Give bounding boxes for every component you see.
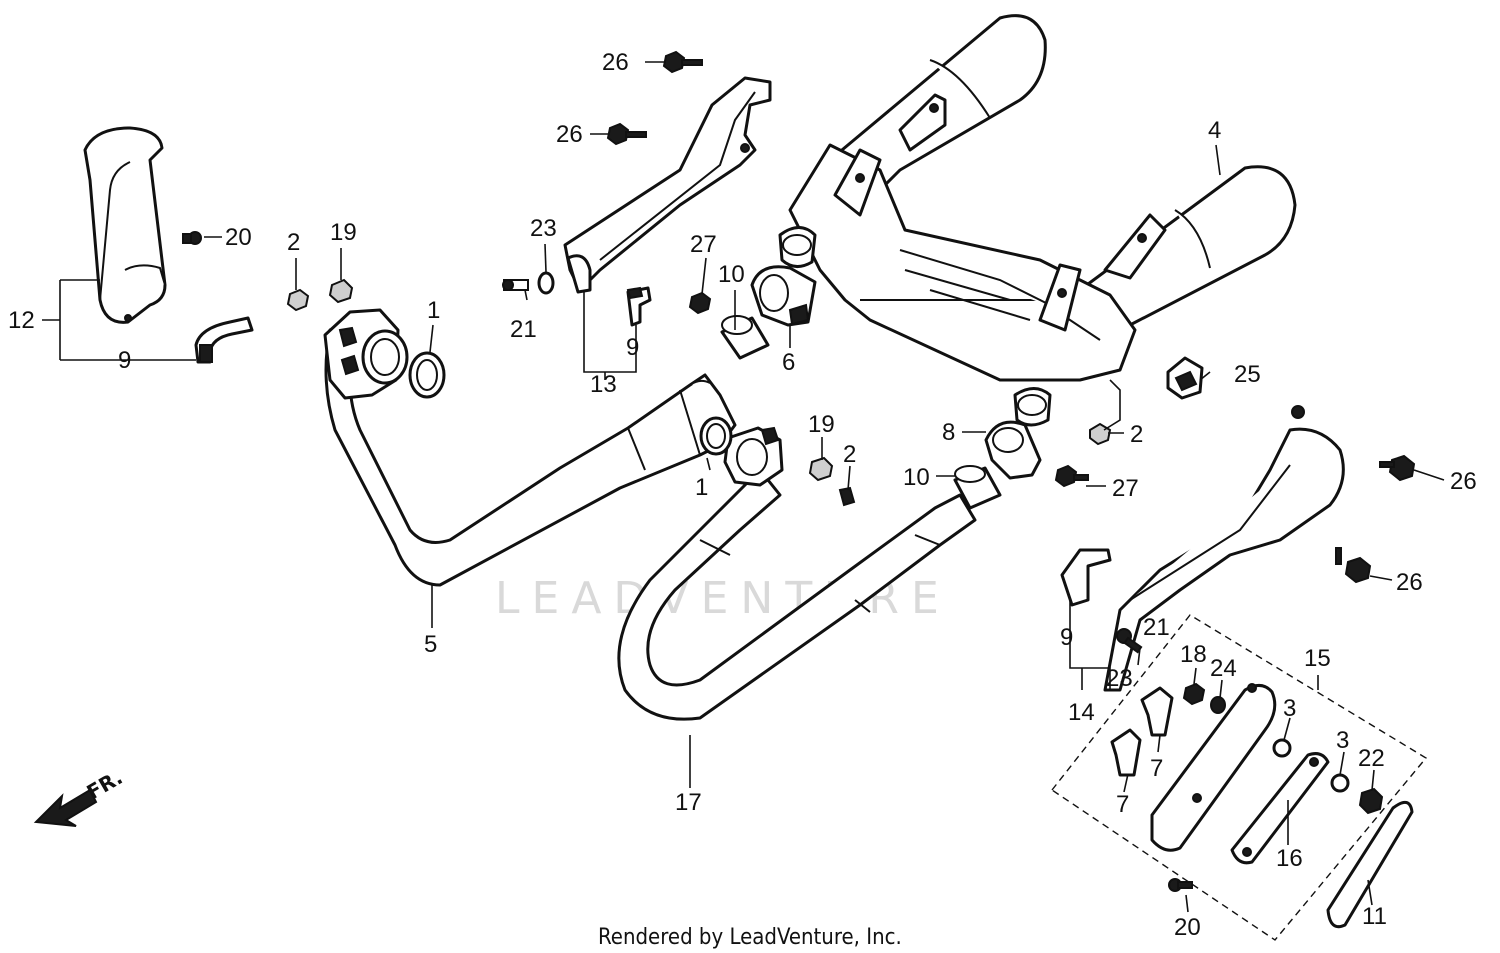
callout-labels: 12 20 2 19 9 1 5 23 21 13 9 26 26 27 10 … xyxy=(8,49,1477,941)
callout-9-mid: 9 xyxy=(626,334,639,361)
callout-20-left: 20 xyxy=(225,224,252,251)
nut-2-left xyxy=(286,288,310,312)
callout-12: 12 xyxy=(8,307,35,334)
nut-19-right xyxy=(808,456,834,482)
callout-2-mid: 2 xyxy=(843,441,856,468)
callout-7-a: 7 xyxy=(1150,755,1163,782)
plate-16 xyxy=(1230,752,1330,865)
cover-11 xyxy=(1326,800,1414,929)
callout-20-right: 20 xyxy=(1174,914,1201,941)
callout-5: 5 xyxy=(424,631,437,658)
callout-16: 16 xyxy=(1276,845,1303,872)
sleeve-10-lower xyxy=(953,465,1002,510)
callout-2-left: 2 xyxy=(287,229,300,256)
callout-8: 8 xyxy=(942,419,955,446)
callout-9-left: 9 xyxy=(118,347,131,374)
callout-21-left: 21 xyxy=(510,316,537,343)
nut-2-right xyxy=(1089,422,1112,446)
joint-clamp-6 xyxy=(750,265,817,327)
callout-19-right: 19 xyxy=(808,411,835,438)
muffler-assembly xyxy=(778,14,1297,427)
callout-17: 17 xyxy=(675,789,702,816)
washer-24 xyxy=(1210,696,1226,714)
bolt-18 xyxy=(1182,682,1206,706)
callout-2-right: 2 xyxy=(1130,421,1143,448)
callout-26-right-b: 26 xyxy=(1396,569,1423,596)
callout-27-left: 27 xyxy=(690,231,717,258)
bolt-27-left xyxy=(688,291,712,315)
gasket-1-right xyxy=(699,416,733,456)
assembly-box-15 xyxy=(1050,614,1428,941)
callout-15: 15 xyxy=(1304,645,1331,672)
exhaust-pipe-left xyxy=(323,308,737,587)
callout-7-b: 7 xyxy=(1116,791,1129,818)
joint-clamp-8 xyxy=(984,420,1042,480)
clamp-left xyxy=(194,316,254,364)
leader-lines xyxy=(42,61,1445,913)
callout-26-right-a: 26 xyxy=(1450,468,1477,495)
sleeve-10-upper xyxy=(720,315,770,360)
bolt-26-second xyxy=(606,122,647,146)
callout-21-right: 21 xyxy=(1143,614,1170,641)
gasket-1-left xyxy=(408,351,446,399)
nuts-3 xyxy=(1272,738,1350,793)
callout-18: 18 xyxy=(1180,641,1207,668)
bracket-14 xyxy=(1103,405,1345,692)
callout-23-left: 23 xyxy=(530,215,557,242)
bolt-20-right xyxy=(1168,878,1193,892)
callout-3-a: 3 xyxy=(1283,695,1296,722)
callout-24: 24 xyxy=(1210,655,1237,682)
callout-22: 22 xyxy=(1358,745,1385,772)
callout-26-second: 26 xyxy=(556,121,583,148)
callout-23-right: 23 xyxy=(1106,665,1133,692)
bolt-20-left xyxy=(182,231,202,245)
callout-25: 25 xyxy=(1234,361,1261,388)
clips-7 xyxy=(1110,686,1174,777)
callout-3-b: 3 xyxy=(1336,727,1349,754)
callout-4: 4 xyxy=(1208,117,1221,144)
nut-2-mid xyxy=(838,486,856,507)
callout-1-right: 1 xyxy=(695,474,708,501)
callout-6: 6 xyxy=(782,349,795,376)
callout-11: 11 xyxy=(1362,903,1387,930)
clip-9-right xyxy=(1060,548,1112,607)
front-direction-arrow-icon xyxy=(33,788,98,827)
bolt-21-left xyxy=(502,279,529,291)
callout-19-left: 19 xyxy=(330,219,357,246)
bolt-27-right xyxy=(1054,464,1089,488)
bolt-26-right-a xyxy=(1379,454,1416,482)
nut-22 xyxy=(1358,787,1384,815)
callout-13: 13 xyxy=(590,371,617,398)
heat-guard-15 xyxy=(1150,683,1277,852)
callout-10-upper: 10 xyxy=(718,261,745,288)
bolt-26-top xyxy=(662,50,703,74)
callout-9-right: 9 xyxy=(1060,624,1073,651)
callout-26-top: 26 xyxy=(602,49,629,76)
callout-10-lower: 10 xyxy=(903,464,930,491)
callout-1-left: 1 xyxy=(427,297,440,324)
heat-shield-left xyxy=(83,126,167,324)
exhaust-pipe-right xyxy=(617,426,977,721)
bolt-26-right-b xyxy=(1335,547,1372,584)
rubber-mount-25 xyxy=(1166,356,1204,400)
nut-19-left xyxy=(328,278,354,304)
washer-23-left xyxy=(537,271,555,295)
footer-credit: Rendered by LeadVenture, Inc. xyxy=(598,925,902,950)
callout-14: 14 xyxy=(1068,699,1095,726)
bracket-13 xyxy=(563,76,772,294)
clip-9-mid xyxy=(626,286,652,327)
callout-27-right: 27 xyxy=(1112,475,1139,502)
